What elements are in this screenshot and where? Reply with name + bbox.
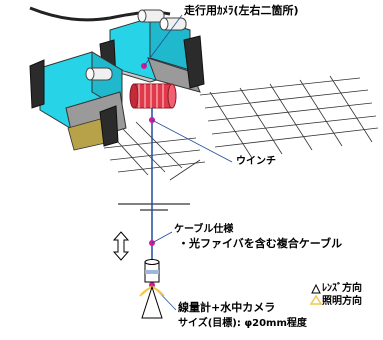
detector-name-label: 線量計+水中カメラ xyxy=(178,301,276,314)
left-robot-camera xyxy=(85,67,113,81)
camera-label: 走行用ｶﾒﾗ(左右二箇所) xyxy=(184,4,299,17)
right-robot-camera-1 xyxy=(137,9,165,23)
detector-probe xyxy=(144,259,160,283)
legend-light-label: 照明方向 xyxy=(322,296,362,307)
winch-label: ウインチ xyxy=(236,156,276,167)
up-down-arrow-icon xyxy=(112,231,130,261)
cable-spec-item: ・光ファイバを含む複合ケーブル xyxy=(178,237,343,250)
winch-drum xyxy=(129,83,177,109)
cable-spec-title: ケーブル仕様 xyxy=(174,224,234,235)
lens-direction-icon xyxy=(141,285,163,319)
legend-lens-triangle-icon xyxy=(311,283,321,294)
left-robot xyxy=(29,51,127,151)
legend-light-triangle-icon xyxy=(309,294,323,305)
detector-size-label: サイズ(目標): φ20mm程度 xyxy=(178,318,307,329)
right-robot-camera-2 xyxy=(159,17,187,31)
legend-lens-label: ﾚﾝｽﾞ方向 xyxy=(322,283,362,294)
water-surface xyxy=(118,203,190,211)
